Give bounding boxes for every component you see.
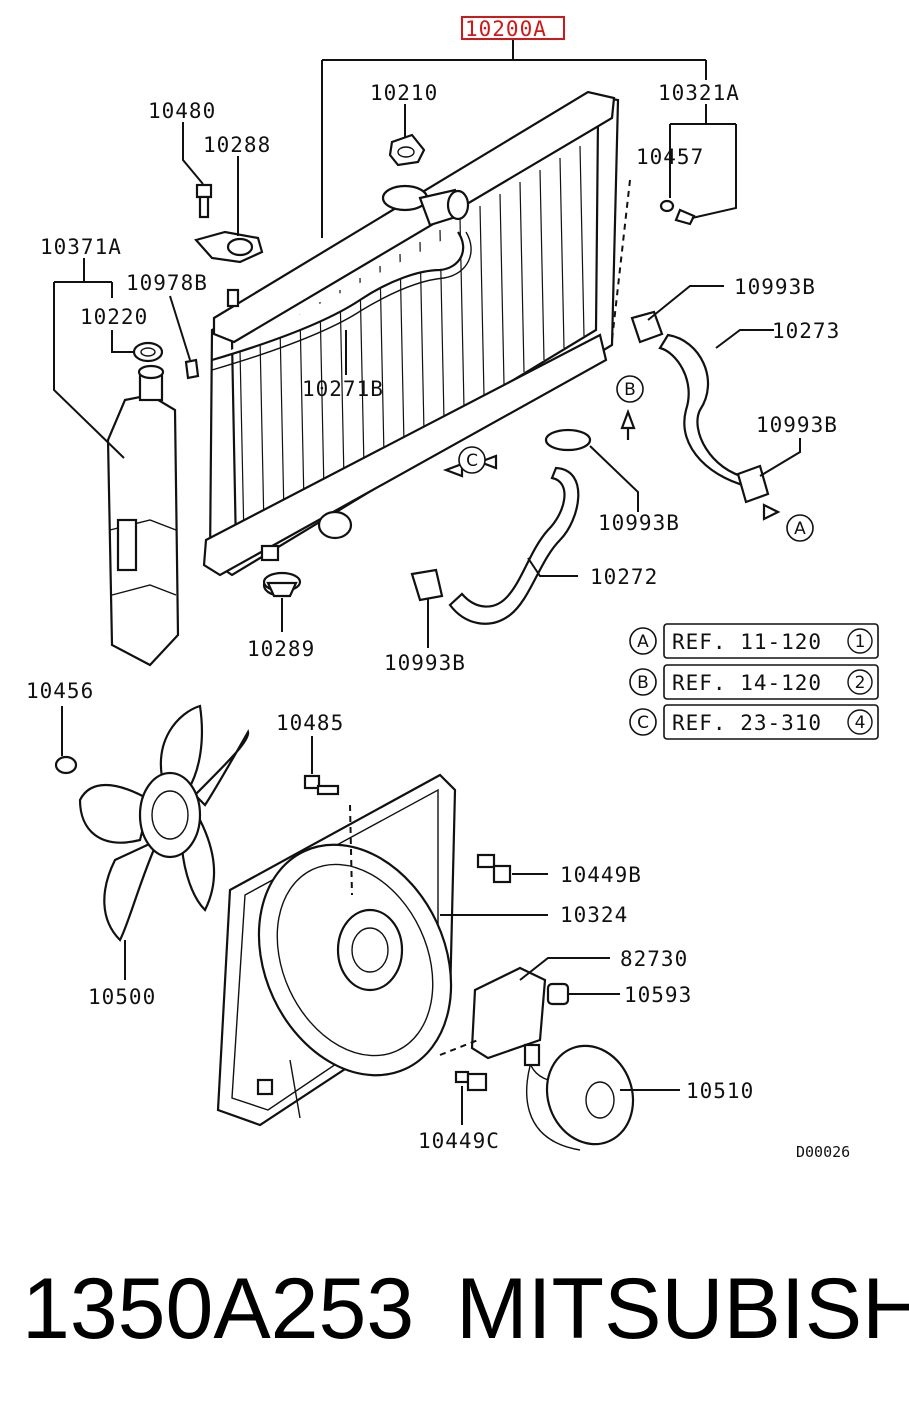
flow-arrow-b <box>620 408 636 440</box>
svg-text:1: 1 <box>855 632 866 652</box>
flow-arrow-c <box>476 454 498 470</box>
reference-table: A REF. 11-120 1 B REF. 14-120 2 C REF. 2… <box>629 623 879 740</box>
svg-text:REF. 14-120: REF. 14-120 <box>672 671 822 695</box>
bolt-10480 <box>195 183 213 219</box>
filler-neck <box>381 184 470 227</box>
callout-10288: 10288 <box>203 133 271 157</box>
bracket-10288 <box>194 230 264 264</box>
callout-10449c: 10449C <box>418 1129 500 1153</box>
footer-part-number: 1350A253 <box>22 1261 415 1357</box>
connector-10593 <box>546 982 570 1006</box>
svg-text:A: A <box>794 519 806 539</box>
svg-text:B: B <box>624 380 636 400</box>
callout-labels: 10200A 10210 10321A 10480 10288 10457 10… <box>26 16 840 1153</box>
callout-10978b: 10978B <box>126 271 208 295</box>
reference-row-b: B REF. 14-120 2 <box>629 664 879 700</box>
reference-row-c: C REF. 23-310 4 <box>629 704 879 740</box>
svg-text:B: B <box>637 673 649 693</box>
callout-10371a: 10371A <box>40 235 122 259</box>
upper-hose <box>630 310 770 504</box>
callout-10210: 10210 <box>370 81 438 105</box>
svg-text:4: 4 <box>855 713 866 733</box>
nut-10456 <box>54 755 78 775</box>
svg-text:REF. 11-120: REF. 11-120 <box>672 630 822 654</box>
highlight-box <box>461 16 565 40</box>
callout-10993b-upper: 10993B <box>734 275 816 299</box>
callout-10480: 10480 <box>148 99 216 123</box>
callout-10220: 10220 <box>80 305 148 329</box>
svg-text:A: A <box>637 632 649 652</box>
footer-brand: MITSUBISHI <box>456 1261 909 1357</box>
connector-marker-b: B <box>616 375 644 403</box>
callout-10993b-right: 10993B <box>756 413 838 437</box>
callout-10271b: 10271B <box>302 377 384 401</box>
callout-10200a: 10200A <box>465 17 547 41</box>
overflow-hose <box>211 231 465 362</box>
callout-10272: 10272 <box>590 565 658 589</box>
radiator-cap <box>388 133 426 167</box>
callout-82730: 82730 <box>620 947 688 971</box>
callout-10456: 10456 <box>26 679 94 703</box>
leader-lines <box>53 38 801 1125</box>
callout-10457: 10457 <box>636 145 704 169</box>
bolt-10449c <box>454 1070 488 1092</box>
radiator-core <box>202 90 620 597</box>
fan-shroud <box>216 773 457 1127</box>
svg-text:2: 2 <box>855 673 866 693</box>
reserve-tank <box>106 364 180 667</box>
reference-row-a: A REF. 11-120 1 <box>629 623 879 659</box>
flow-arrow-c2 <box>442 462 464 478</box>
lower-hose <box>410 428 592 625</box>
diagram-code: D00026 <box>796 1143 850 1161</box>
connector-marker-c: C <box>458 446 486 474</box>
callout-10485: 10485 <box>276 711 344 735</box>
callout-10321a: 10321A <box>658 81 740 105</box>
svg-text:C: C <box>637 713 649 733</box>
callout-10993b-center: 10993B <box>598 511 680 535</box>
clip-10978b <box>184 358 200 380</box>
callout-10289: 10289 <box>247 637 315 661</box>
connector-marker-a: A <box>786 514 814 542</box>
svg-text:REF. 23-310: REF. 23-310 <box>672 711 822 735</box>
svg-text:C: C <box>466 451 478 471</box>
callout-10449b: 10449B <box>560 863 642 887</box>
tank-cap <box>132 341 164 363</box>
mount-10289 <box>262 571 302 598</box>
bolt-10449b <box>476 853 512 884</box>
callout-10273: 10273 <box>772 319 840 343</box>
drain-plug <box>659 199 696 226</box>
flow-arrow-a <box>762 503 781 521</box>
fan-motor <box>523 1043 635 1151</box>
bolt-10485 <box>303 774 340 796</box>
callout-10510: 10510 <box>686 1079 754 1103</box>
callout-10593: 10593 <box>624 983 692 1007</box>
callout-10500: 10500 <box>88 985 156 1009</box>
callout-10993b-lower: 10993B <box>384 651 466 675</box>
cooling-fan <box>78 704 250 942</box>
control-module <box>470 966 547 1060</box>
callout-10324: 10324 <box>560 903 628 927</box>
